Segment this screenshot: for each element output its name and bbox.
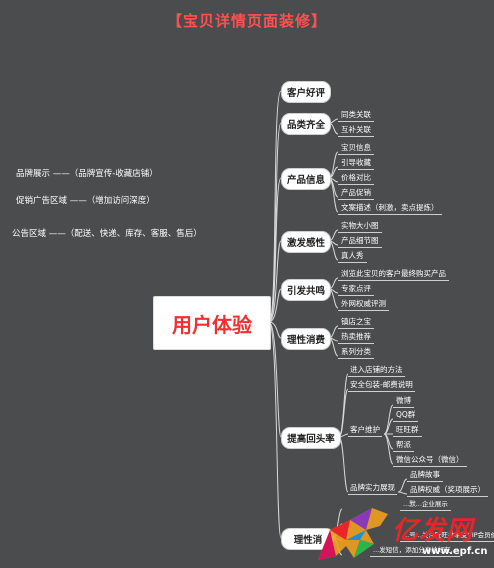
leaf-series-category: 系列分类 (338, 348, 374, 359)
leaf-brand-authority: 品牌权威（奖项展示） (407, 486, 488, 497)
leaf-price-compare: 价格对比 (338, 174, 374, 185)
leaf-brand-story: 品牌故事 (407, 471, 443, 482)
leaf-real-model: 真人秀 (338, 252, 367, 263)
watermark-brand: 亿发网 (392, 516, 474, 546)
node-category-complete: 品类齐全 (281, 113, 331, 135)
leaf-copywriting: 文案描述（刺激，卖点提炼） (338, 204, 442, 215)
watermark-horse-logo (318, 508, 388, 560)
leaf-wangwang-group: 旺旺群 (393, 426, 422, 437)
watermark: 亿发网 www.epf.cn (310, 500, 494, 568)
leaf-customer-maintenance: 客户维护 (348, 426, 382, 437)
leaf-partial-3: ...发短信，添加分享给好友... (370, 547, 460, 557)
watermark-url: www.epf.cn (422, 546, 488, 557)
leaf-partial-2: ...号...关注旺旺并享受VIP会员价 (400, 532, 494, 542)
leaf-hot-recommend: 热卖推荐 (338, 333, 374, 344)
leaf-authority-review: 外网权威评测 (338, 300, 389, 311)
leaf-safe-packaging: 安全包装-邮费说明 (348, 381, 415, 392)
leaf-product-details: 宝贝信息 (338, 144, 374, 155)
leaf-same-category: 同类关联 (338, 111, 374, 122)
leaf-detail-photo: 产品细节图 (338, 237, 382, 248)
leaf-weibo: 微博 (393, 397, 414, 408)
node-repeat-rate: 提高回头率 (281, 427, 341, 449)
side-note-promo: 促销广告区域 ——（增加访问深度） (16, 196, 155, 206)
leaf-store-treasure: 镇店之宝 (338, 318, 374, 329)
node-customer-praise: 客户好评 (281, 81, 331, 103)
side-note-notice: 公告区域 ——（配送、快递、库存、客服、售后） (12, 229, 202, 239)
leaf-wechat-account: 微信公众号（微信） (393, 456, 467, 467)
side-note-brand: 品牌展示 ——（品牌宣传-收藏店铺） (16, 169, 158, 179)
leaf-enter-store-method: 进入店铺的方法 (348, 366, 405, 377)
node-inspire-emotion: 激发感性 (281, 231, 331, 253)
leaf-brand-strength: 品牌实力展现 (348, 484, 397, 495)
leaf-expert-review: 专家点评 (338, 285, 374, 296)
leaf-partial-1: ...默...企业展示 (400, 501, 451, 511)
leaf-also-bought: 浏览此宝贝的客户最终购买产品 (338, 270, 449, 281)
leaf-guide-favorite: 引导收藏 (338, 159, 374, 170)
hub-node: 用户体验 (153, 296, 271, 350)
leaf-qq-group: QQ群 (393, 411, 419, 422)
page-title: 【宝贝详情页面装修】 (166, 12, 327, 30)
leaf-size-photo: 实物大小图 (338, 222, 382, 233)
leaf-complementary: 互补关联 (338, 126, 374, 137)
leaf-bangpai: 帮派 (393, 441, 414, 452)
leaf-product-promo: 产品促销 (338, 189, 374, 200)
node-product-info: 产品信息 (281, 168, 331, 190)
node-rational-consumption: 理性消费 (281, 328, 331, 350)
node-resonance: 引发共鸣 (281, 279, 331, 301)
